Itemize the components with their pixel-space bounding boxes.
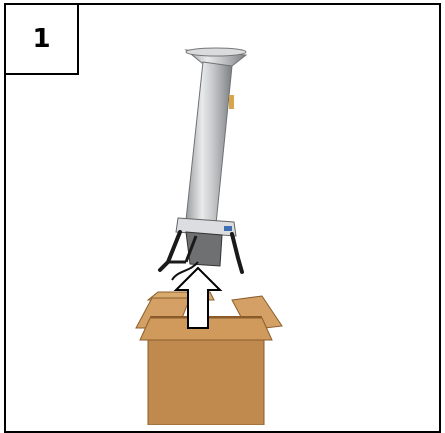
machine [160, 48, 246, 280]
warning-label [229, 95, 234, 109]
leg-left [160, 232, 180, 270]
leg-right [232, 234, 242, 272]
main-tube [186, 62, 232, 224]
box-front [148, 335, 264, 425]
base-plate-badge [224, 226, 232, 231]
hopper-rim [186, 48, 246, 56]
